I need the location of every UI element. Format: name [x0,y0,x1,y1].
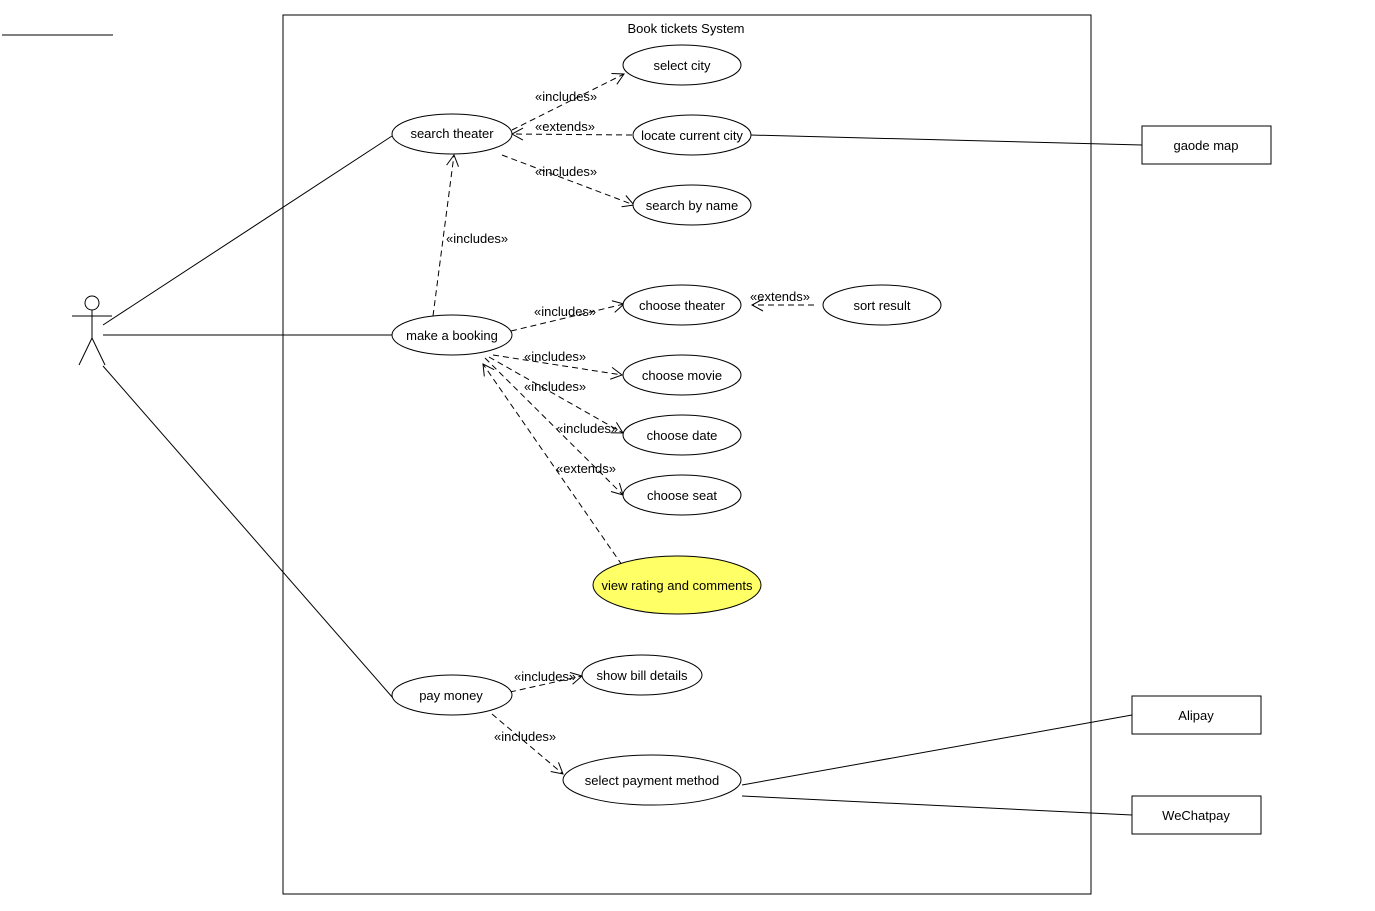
usecase-make-booking[interactable]: make a booking [391,314,513,356]
svg-text:choose seat: choose seat [647,488,717,503]
usecase-choose-theater[interactable]: choose theater [622,284,742,326]
assoc-payment-alipay [741,714,1133,786]
usecase-pay-money[interactable]: pay money [391,674,513,716]
svg-text:search by name: search by name [646,198,739,213]
label-includes: «includes» [446,231,508,246]
label-includes: «includes» [494,729,556,744]
svg-text:locate current city: locate current city [641,128,743,143]
usecase-show-bill-details[interactable]: show bill details [581,654,703,696]
label-includes: «includes» [524,379,586,394]
svg-text:choose date: choose date [647,428,718,443]
usecase-sort-result[interactable]: sort result [822,284,942,326]
assoc-actor-pay-money [102,365,394,699]
dep-pay-select-payment [491,713,564,775]
label-includes: «includes» [514,669,576,684]
svg-text:search theater: search theater [410,126,494,141]
svg-text:select payment method: select payment method [585,773,719,788]
label-extends: «extends» [556,461,616,476]
svg-text:Alipay: Alipay [1178,708,1214,723]
assoc-locate-gaode [749,134,1143,146]
usecase-choose-seat[interactable]: choose seat [622,474,742,516]
actor-gaode-map[interactable]: gaode map [1141,125,1272,165]
usecase-choose-movie[interactable]: choose movie [622,354,742,396]
dep-booking-choose-date [488,356,624,434]
label-includes: «includes» [535,164,597,179]
usecase-locate-current-city[interactable]: locate current city [632,114,752,156]
usecase-view-rating-comments[interactable]: view rating and comments [592,555,762,615]
svg-text:gaode map: gaode map [1173,138,1238,153]
dep-search-select-city [511,73,625,131]
dep-view-rating-booking [482,363,623,566]
dep-locate-search-theater [510,127,633,141]
usecase-search-theater[interactable]: search theater [391,113,513,155]
user-actor-icon [72,295,112,366]
dep-pay-show-bill [509,672,584,693]
svg-text:pay money: pay money [419,688,483,703]
label-extends: «extends» [750,289,810,304]
label-includes: «includes» [556,421,618,436]
svg-text:show bill details: show bill details [596,668,688,683]
usecase-select-payment-method[interactable]: select payment method [562,754,742,806]
assoc-payment-wechatpay [741,795,1133,816]
label-includes: «includes» [535,89,597,104]
label-includes: «includes» [524,349,586,364]
usecase-select-city[interactable]: select city [622,44,742,86]
svg-text:WeChatpay: WeChatpay [1162,808,1230,823]
label-extends: «extends» [535,119,595,134]
assoc-actor-search-theater [102,135,393,326]
svg-text:select city: select city [653,58,711,73]
svg-text:choose theater: choose theater [639,298,726,313]
system-title: Book tickets System [627,21,744,36]
dep-booking-choose-movie [492,354,624,380]
svg-text:make a booking: make a booking [406,328,498,343]
actor-wechatpay[interactable]: WeChatpay [1131,795,1262,835]
svg-text:view rating and comments: view rating and comments [601,578,753,593]
dep-booking-search-theater [432,153,459,317]
usecase-search-by-name[interactable]: search by name [632,184,752,226]
svg-text:sort result: sort result [853,298,910,313]
actor-alipay[interactable]: Alipay [1131,695,1262,735]
label-includes: «includes» [534,304,596,319]
svg-text:choose movie: choose movie [642,368,722,383]
dep-booking-choose-seat [484,357,624,496]
usecase-choose-date[interactable]: choose date [622,414,742,456]
dep-search-by-name [501,154,635,208]
